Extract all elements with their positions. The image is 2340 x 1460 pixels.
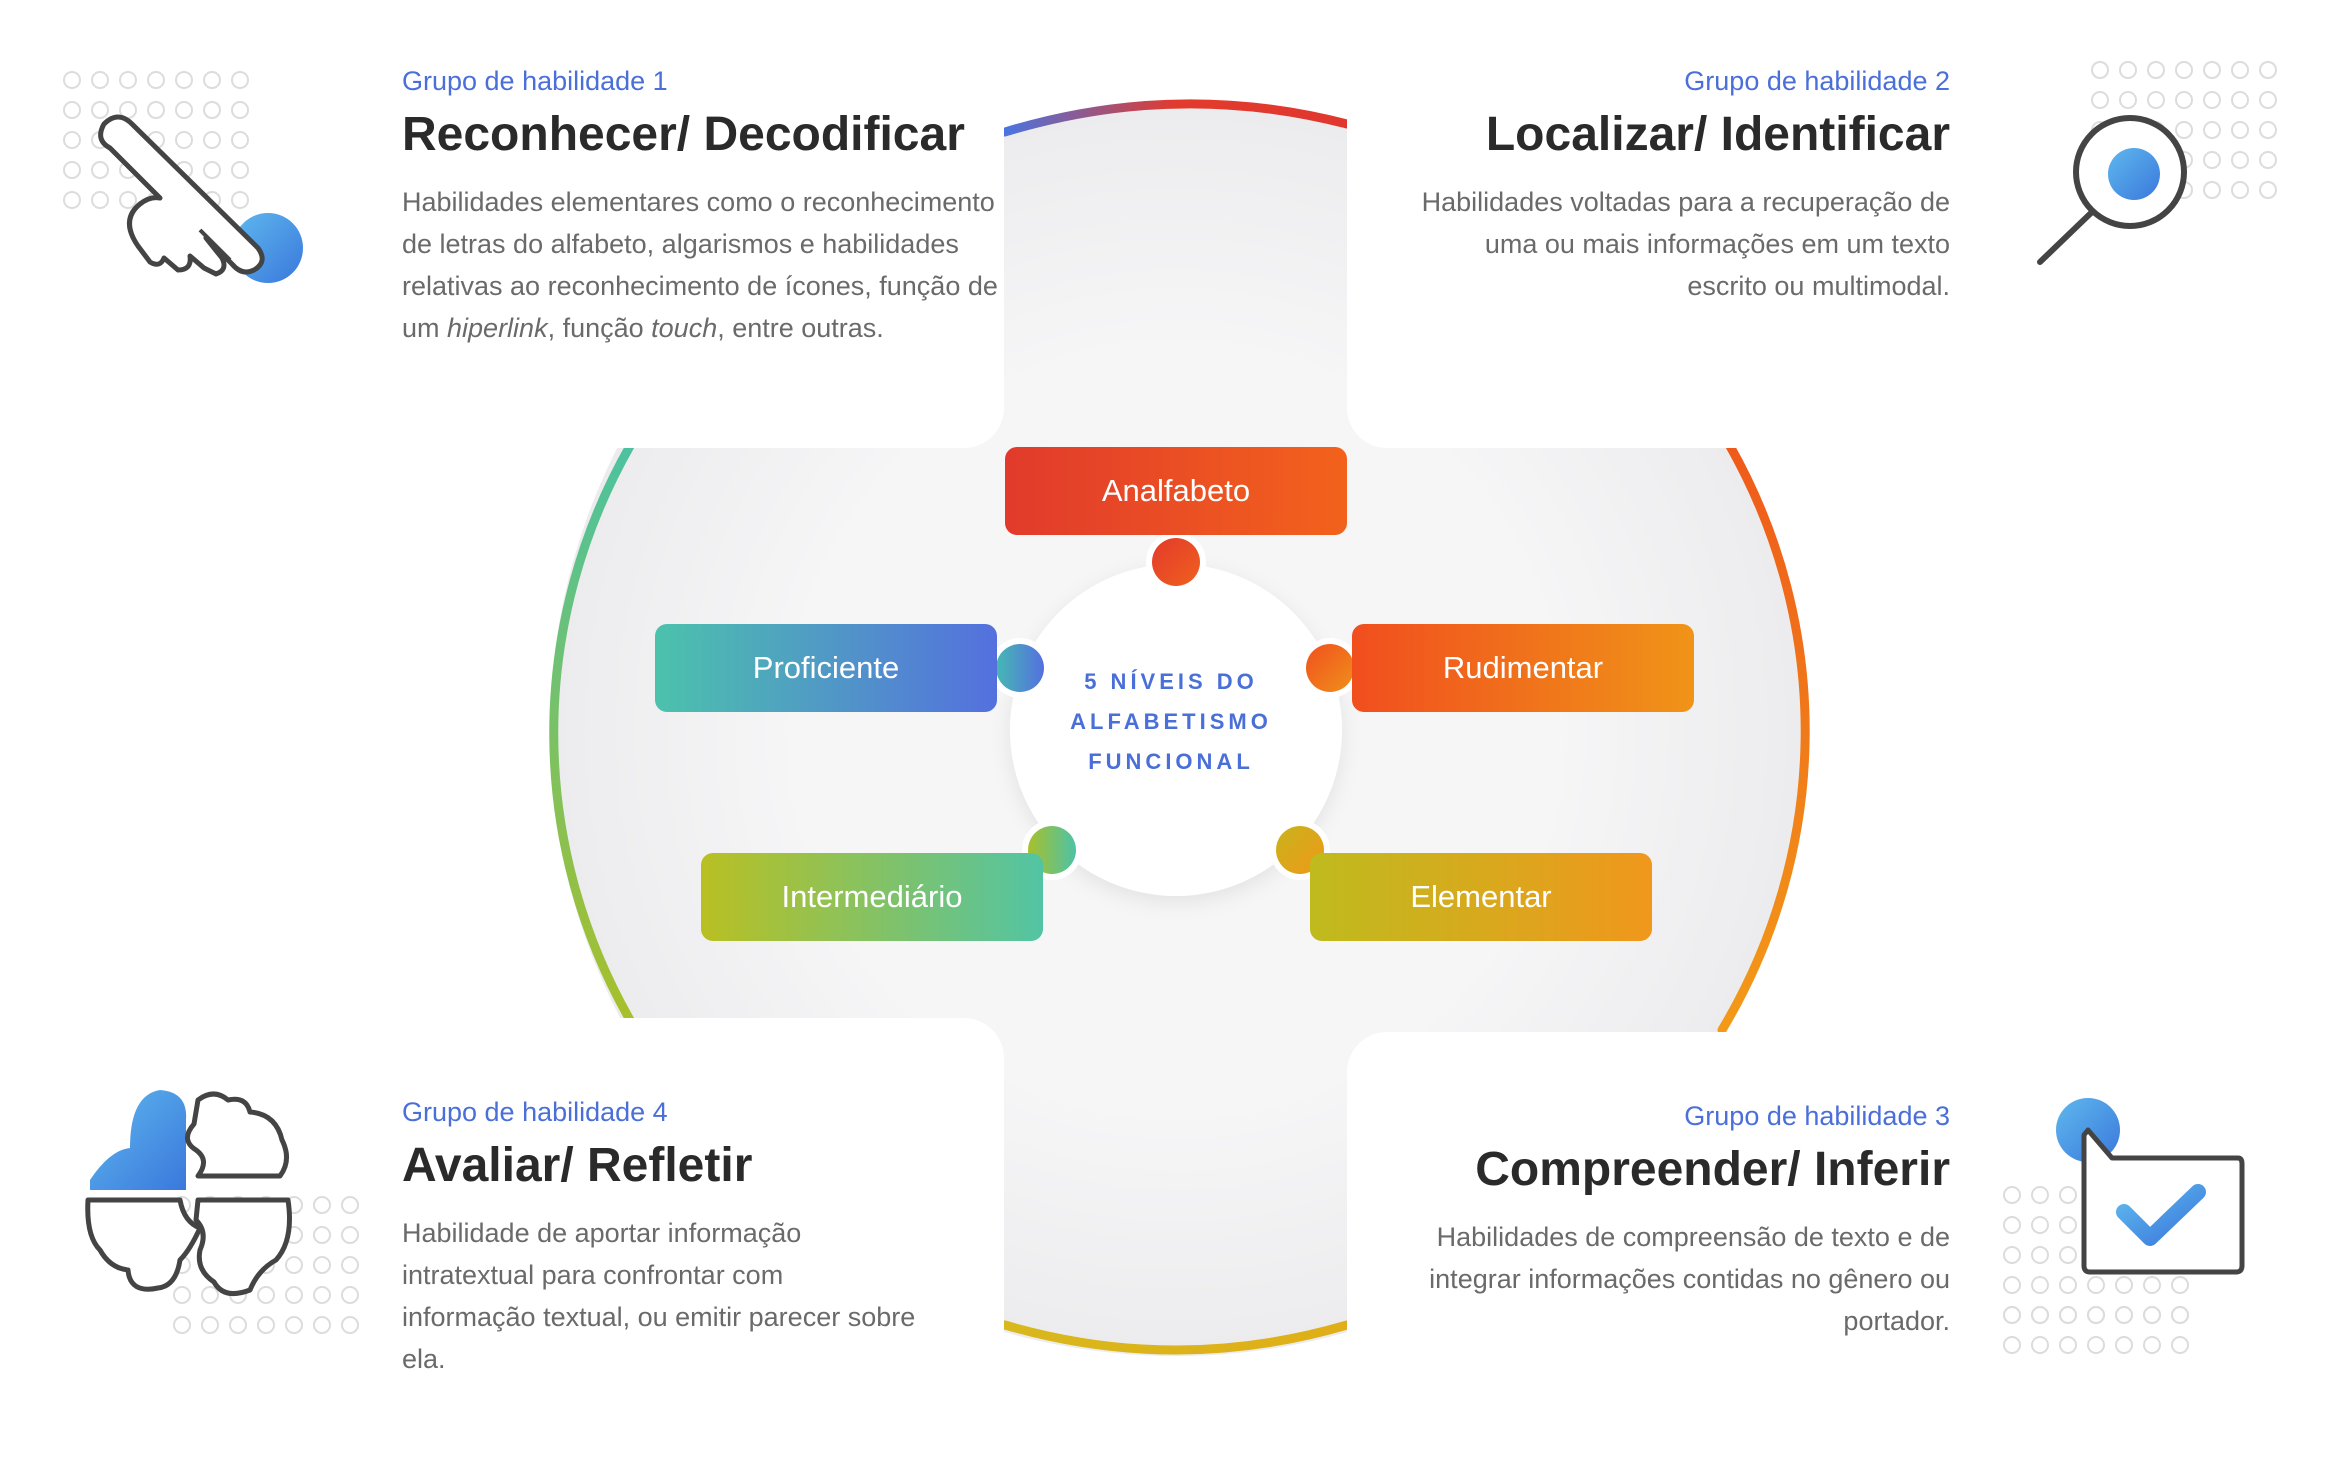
center-circle <box>1010 564 1342 896</box>
skill-group-1: Grupo de habilidade 1 Reconhecer/ Decodi… <box>402 61 1002 349</box>
level-proficiente: Proficiente <box>655 624 997 712</box>
magnifier-icon <box>2037 115 2187 265</box>
level-label: Intermediário <box>781 879 963 914</box>
pointing-hand-icon <box>98 114 303 283</box>
group-description: Habilidades de compreensão de texto e de… <box>1429 1222 1950 1336</box>
group-description: Habilidade de aportar informação intrate… <box>402 1218 916 1374</box>
level-intermediario: Intermediário <box>701 853 1043 941</box>
group-label: Grupo de habilidade 2 <box>1684 66 1950 96</box>
group-description: Habilidades elementares como o reconheci… <box>402 187 998 343</box>
group-label: Grupo de habilidade 1 <box>402 66 668 96</box>
group-title: Localizar/ Identificar <box>1485 108 1950 161</box>
connector-dots <box>990 532 1360 880</box>
dot-pattern-top-left <box>63 71 249 209</box>
center-title: 5 NÍVEIS DO ALFABETISMO FUNCIONAL <box>1070 669 1272 774</box>
group-title: Avaliar/ Refletir <box>402 1139 753 1192</box>
level-elementar: Elementar <box>1310 853 1652 941</box>
skill-group-2: Grupo de habilidade 2 Localizar/ Identif… <box>1400 61 1950 307</box>
group-title: Compreender/ Inferir <box>1475 1143 1950 1196</box>
arc-bottom <box>1000 1320 1352 1355</box>
level-rudimentar: Rudimentar <box>1352 624 1694 712</box>
arc-left <box>549 441 635 1025</box>
group-label: Grupo de habilidade 4 <box>402 1097 668 1127</box>
group-title: Reconhecer/ Decodificar <box>402 108 965 161</box>
level-analfabeto: Analfabeto <box>1005 447 1347 535</box>
level-label: Elementar <box>1410 879 1552 914</box>
level-label: Rudimentar <box>1442 650 1604 685</box>
arc-right <box>1717 441 1810 1035</box>
checkbox-icon <box>2056 1098 2245 1275</box>
arc-top <box>1000 99 1352 137</box>
skill-group-3: Grupo de habilidade 3 Compreender/ Infer… <box>1400 1096 1950 1342</box>
puzzle-icon <box>85 1090 292 1297</box>
skill-group-4: Grupo de habilidade 4 Avaliar/ Refletir … <box>402 1092 922 1380</box>
level-label: Proficiente <box>752 650 900 685</box>
level-label: Analfabeto <box>1101 473 1251 508</box>
group-description: Habilidades voltadas para a recuperação … <box>1421 187 1950 301</box>
group-label: Grupo de habilidade 3 <box>1684 1101 1950 1131</box>
